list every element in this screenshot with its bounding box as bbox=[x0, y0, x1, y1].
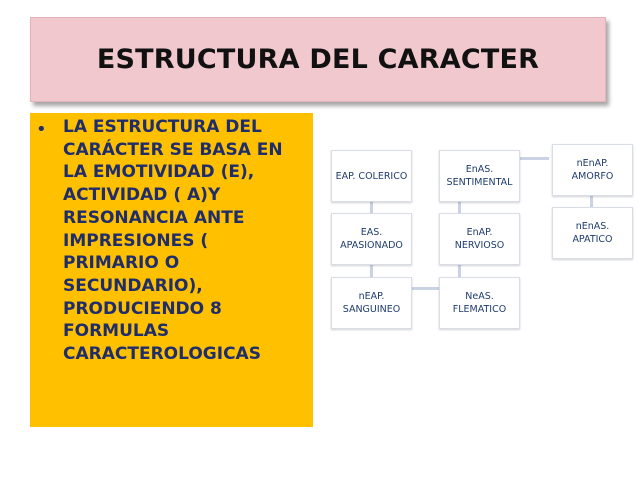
connector-col1-v1 bbox=[370, 201, 373, 213]
node-neas-flematico: NeAS. FLEMATICO bbox=[439, 277, 520, 329]
node-eas-apasionado: EAS. APASIONADO bbox=[331, 213, 412, 265]
bullet-marker: • bbox=[36, 119, 47, 140]
connector-col1-col2 bbox=[411, 287, 439, 290]
node-enas-sentimental: EnAS. SENTIMENTAL bbox=[439, 150, 520, 202]
node-nenas-apatico: nEnAS. APATICO bbox=[552, 207, 633, 259]
node-enap-nervioso: EnAP. NERVIOSO bbox=[439, 213, 520, 265]
node-eap-colerico: EAP. COLERICO bbox=[331, 150, 412, 202]
slide-title: ESTRUCTURA DEL CARACTER bbox=[96, 44, 540, 75]
title-box: ESTRUCTURA DEL CARACTER bbox=[30, 17, 606, 102]
node-neap-sanguineo: nEAP. SANGUINEO bbox=[331, 277, 412, 329]
connector-col1-v2 bbox=[370, 265, 373, 277]
bullet-text: LA ESTRUCTURA DEL CARÁCTER SE BASA EN LA… bbox=[63, 117, 283, 365]
text-panel bbox=[30, 113, 313, 427]
node-nenap-amorfo: nEnAP. AMORFO bbox=[552, 144, 633, 196]
connector-col2-v2 bbox=[458, 265, 461, 277]
connector-col2-v1 bbox=[458, 201, 461, 213]
connector-col2-col3 bbox=[519, 157, 549, 160]
connector-col3-v1 bbox=[590, 195, 593, 207]
